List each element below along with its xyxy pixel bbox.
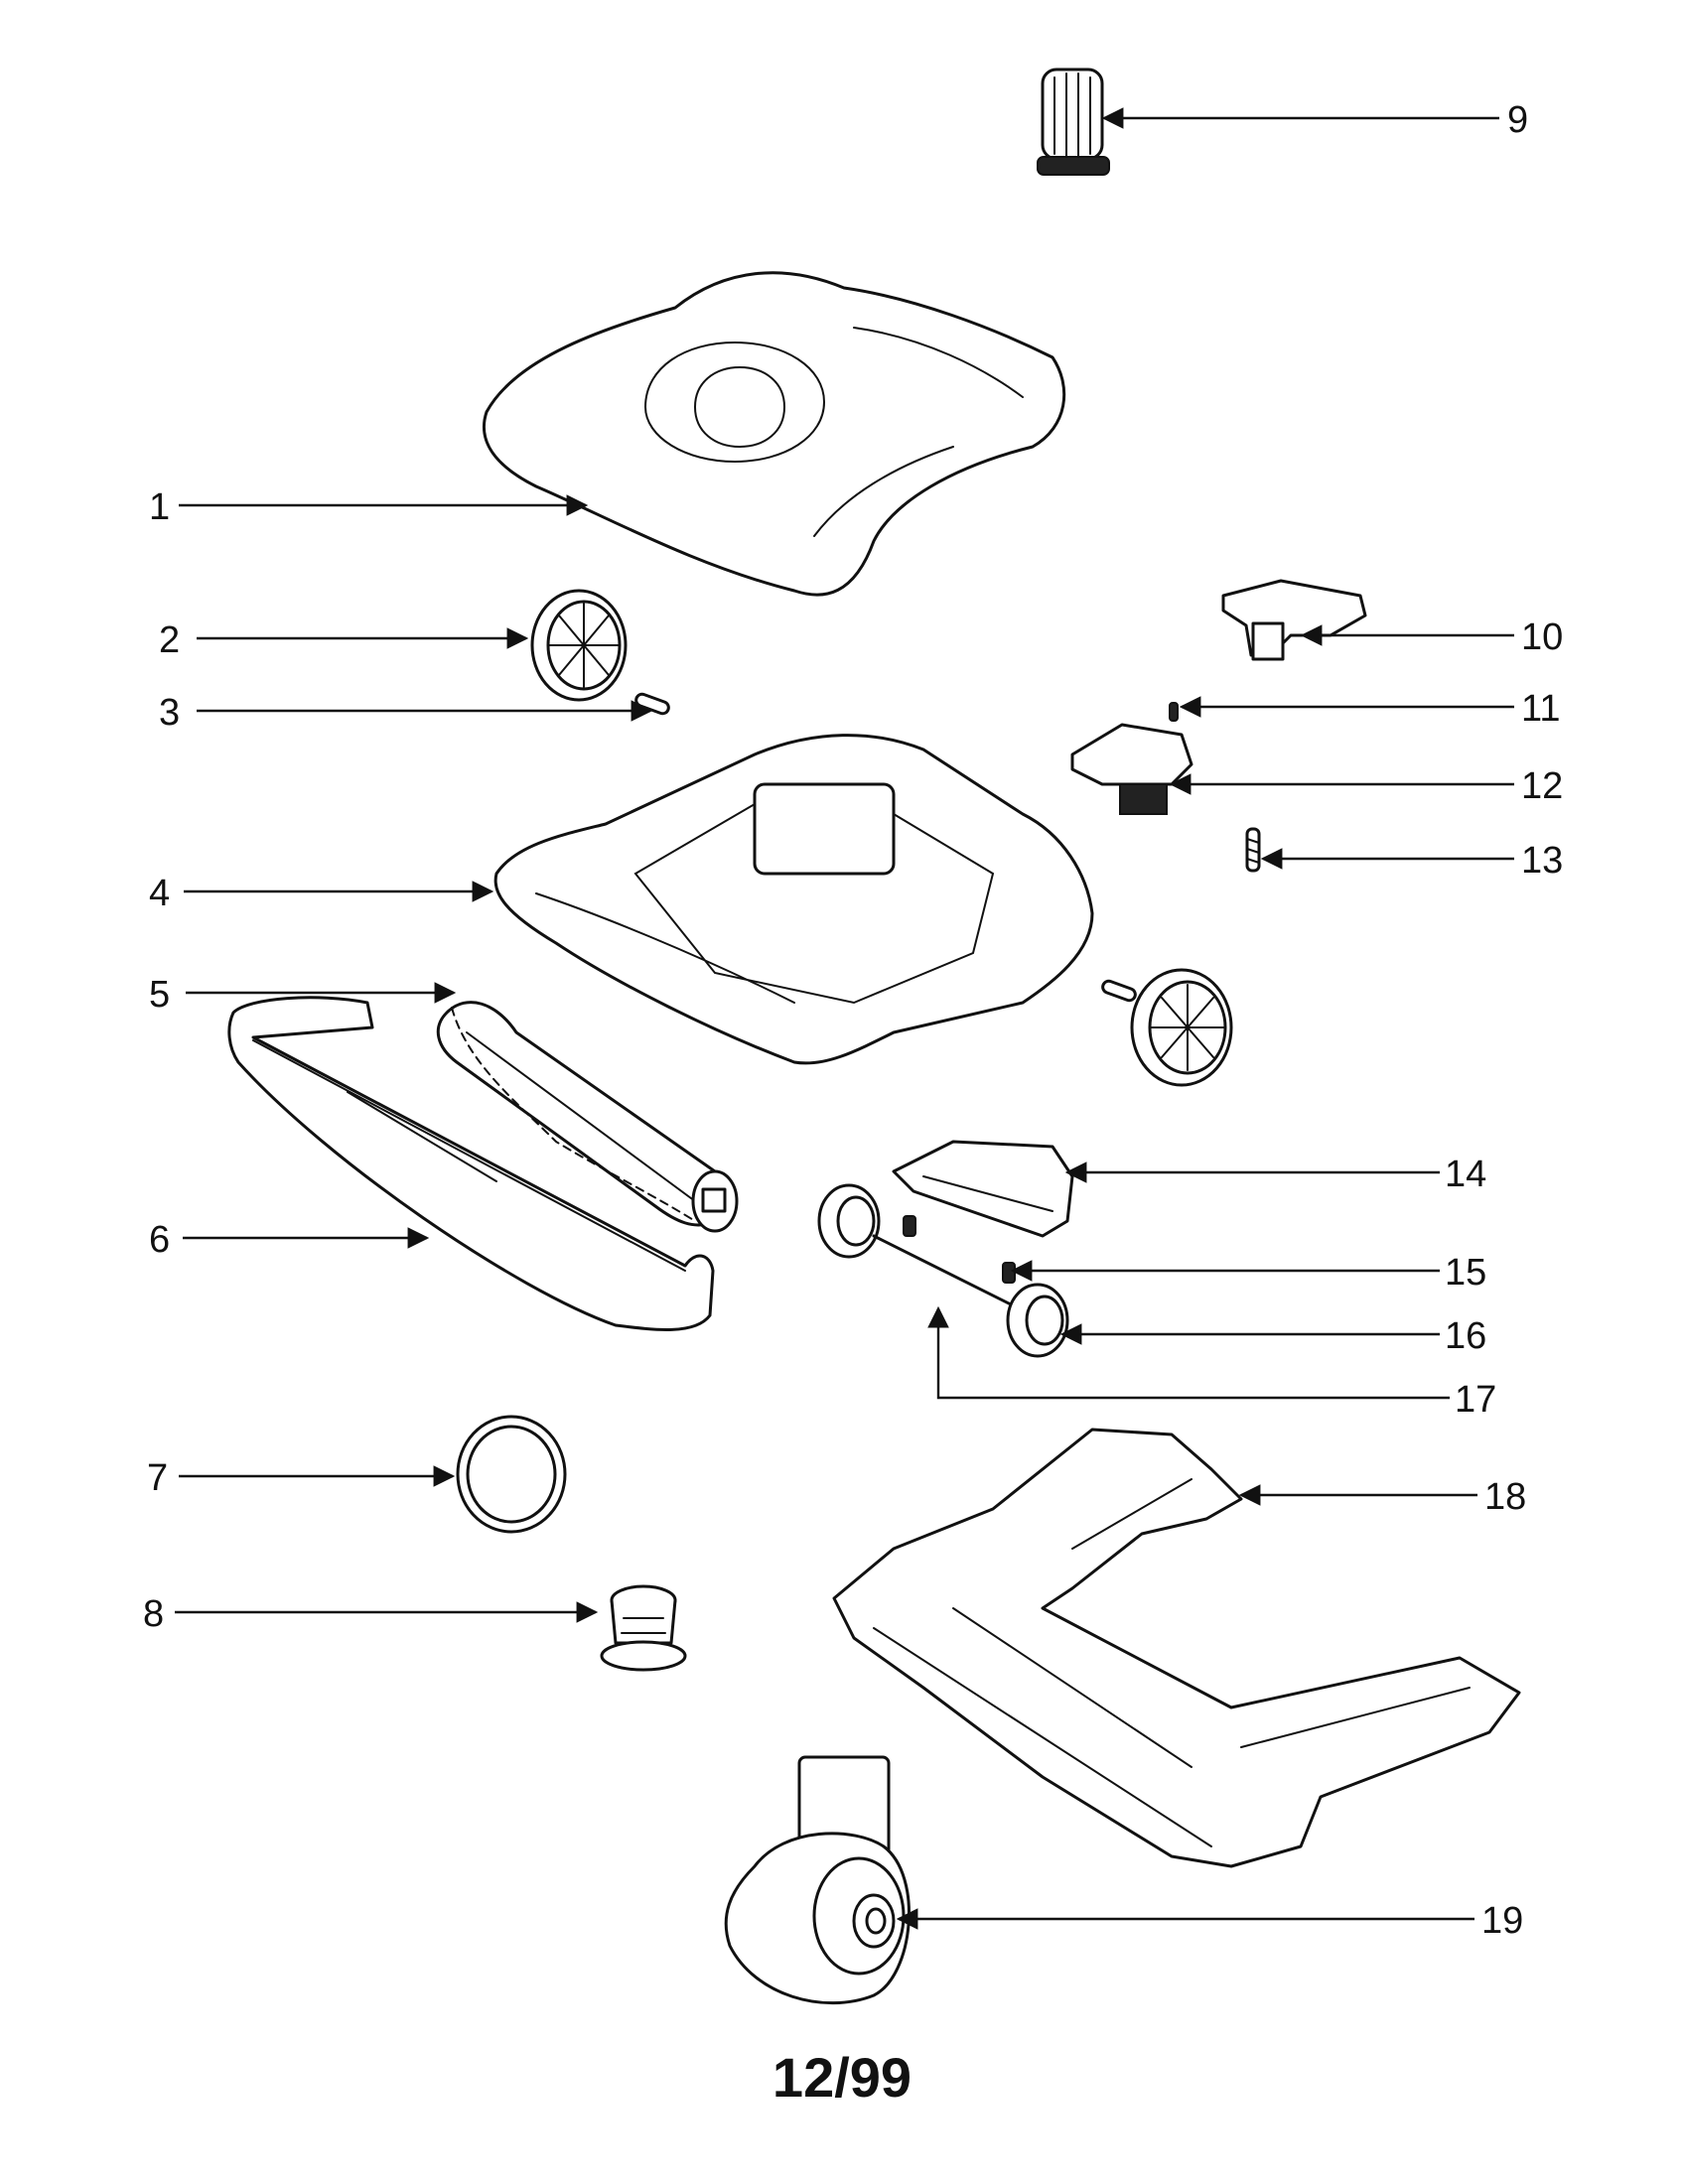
part-16-17-axle-wheels: [817, 1183, 1069, 1358]
part-1-hood: [482, 271, 1066, 597]
callout-15: 15: [1445, 1252, 1486, 1294]
part-18-bottomplate: [832, 1428, 1521, 1868]
date-code: 12/99: [772, 2046, 912, 2109]
part-8-lamp: [600, 1584, 687, 1672]
callout-4: 4: [149, 873, 170, 914]
callout-11: 11: [1521, 688, 1560, 730]
callout-13: 13: [1521, 840, 1563, 882]
leader-17: [927, 1305, 1450, 1400]
callout-labels: 1 2 3 4 5 6 7 8 9 10 11 12 13 14 15 16 1…: [143, 99, 1563, 1942]
part-4-base: [493, 734, 1233, 1087]
callout-7: 7: [147, 1457, 168, 1499]
part-6-bumper: [227, 996, 715, 1331]
callout-8: 8: [143, 1593, 164, 1635]
callout-3: 3: [159, 692, 180, 734]
callout-2: 2: [159, 619, 180, 661]
callout-5: 5: [149, 974, 170, 1016]
callout-17: 17: [1455, 1379, 1496, 1421]
callout-14: 14: [1445, 1154, 1486, 1195]
callout-12: 12: [1521, 765, 1563, 807]
part-2-wheel: [530, 589, 628, 702]
callout-16: 16: [1445, 1315, 1486, 1357]
part-13-spring: [1245, 827, 1261, 873]
leader-lines: [175, 107, 1514, 1930]
part-15-screws: [903, 1215, 1016, 1284]
part-12-bracket: [1070, 723, 1193, 815]
callout-18: 18: [1484, 1476, 1526, 1518]
part-9-cap: [1037, 68, 1110, 176]
part-7-belt: [456, 1415, 567, 1534]
callout-6: 6: [149, 1219, 170, 1261]
part-11-screw: [1169, 702, 1179, 722]
part-10-latch: [1221, 579, 1367, 661]
callout-19: 19: [1481, 1900, 1523, 1942]
part-14-housing: [892, 1140, 1074, 1238]
callout-9: 9: [1507, 99, 1528, 141]
callout-1: 1: [149, 486, 170, 528]
part-5-brushroll: [436, 1001, 739, 1233]
part-19-motor: [724, 1755, 911, 2005]
callout-10: 10: [1521, 616, 1563, 658]
